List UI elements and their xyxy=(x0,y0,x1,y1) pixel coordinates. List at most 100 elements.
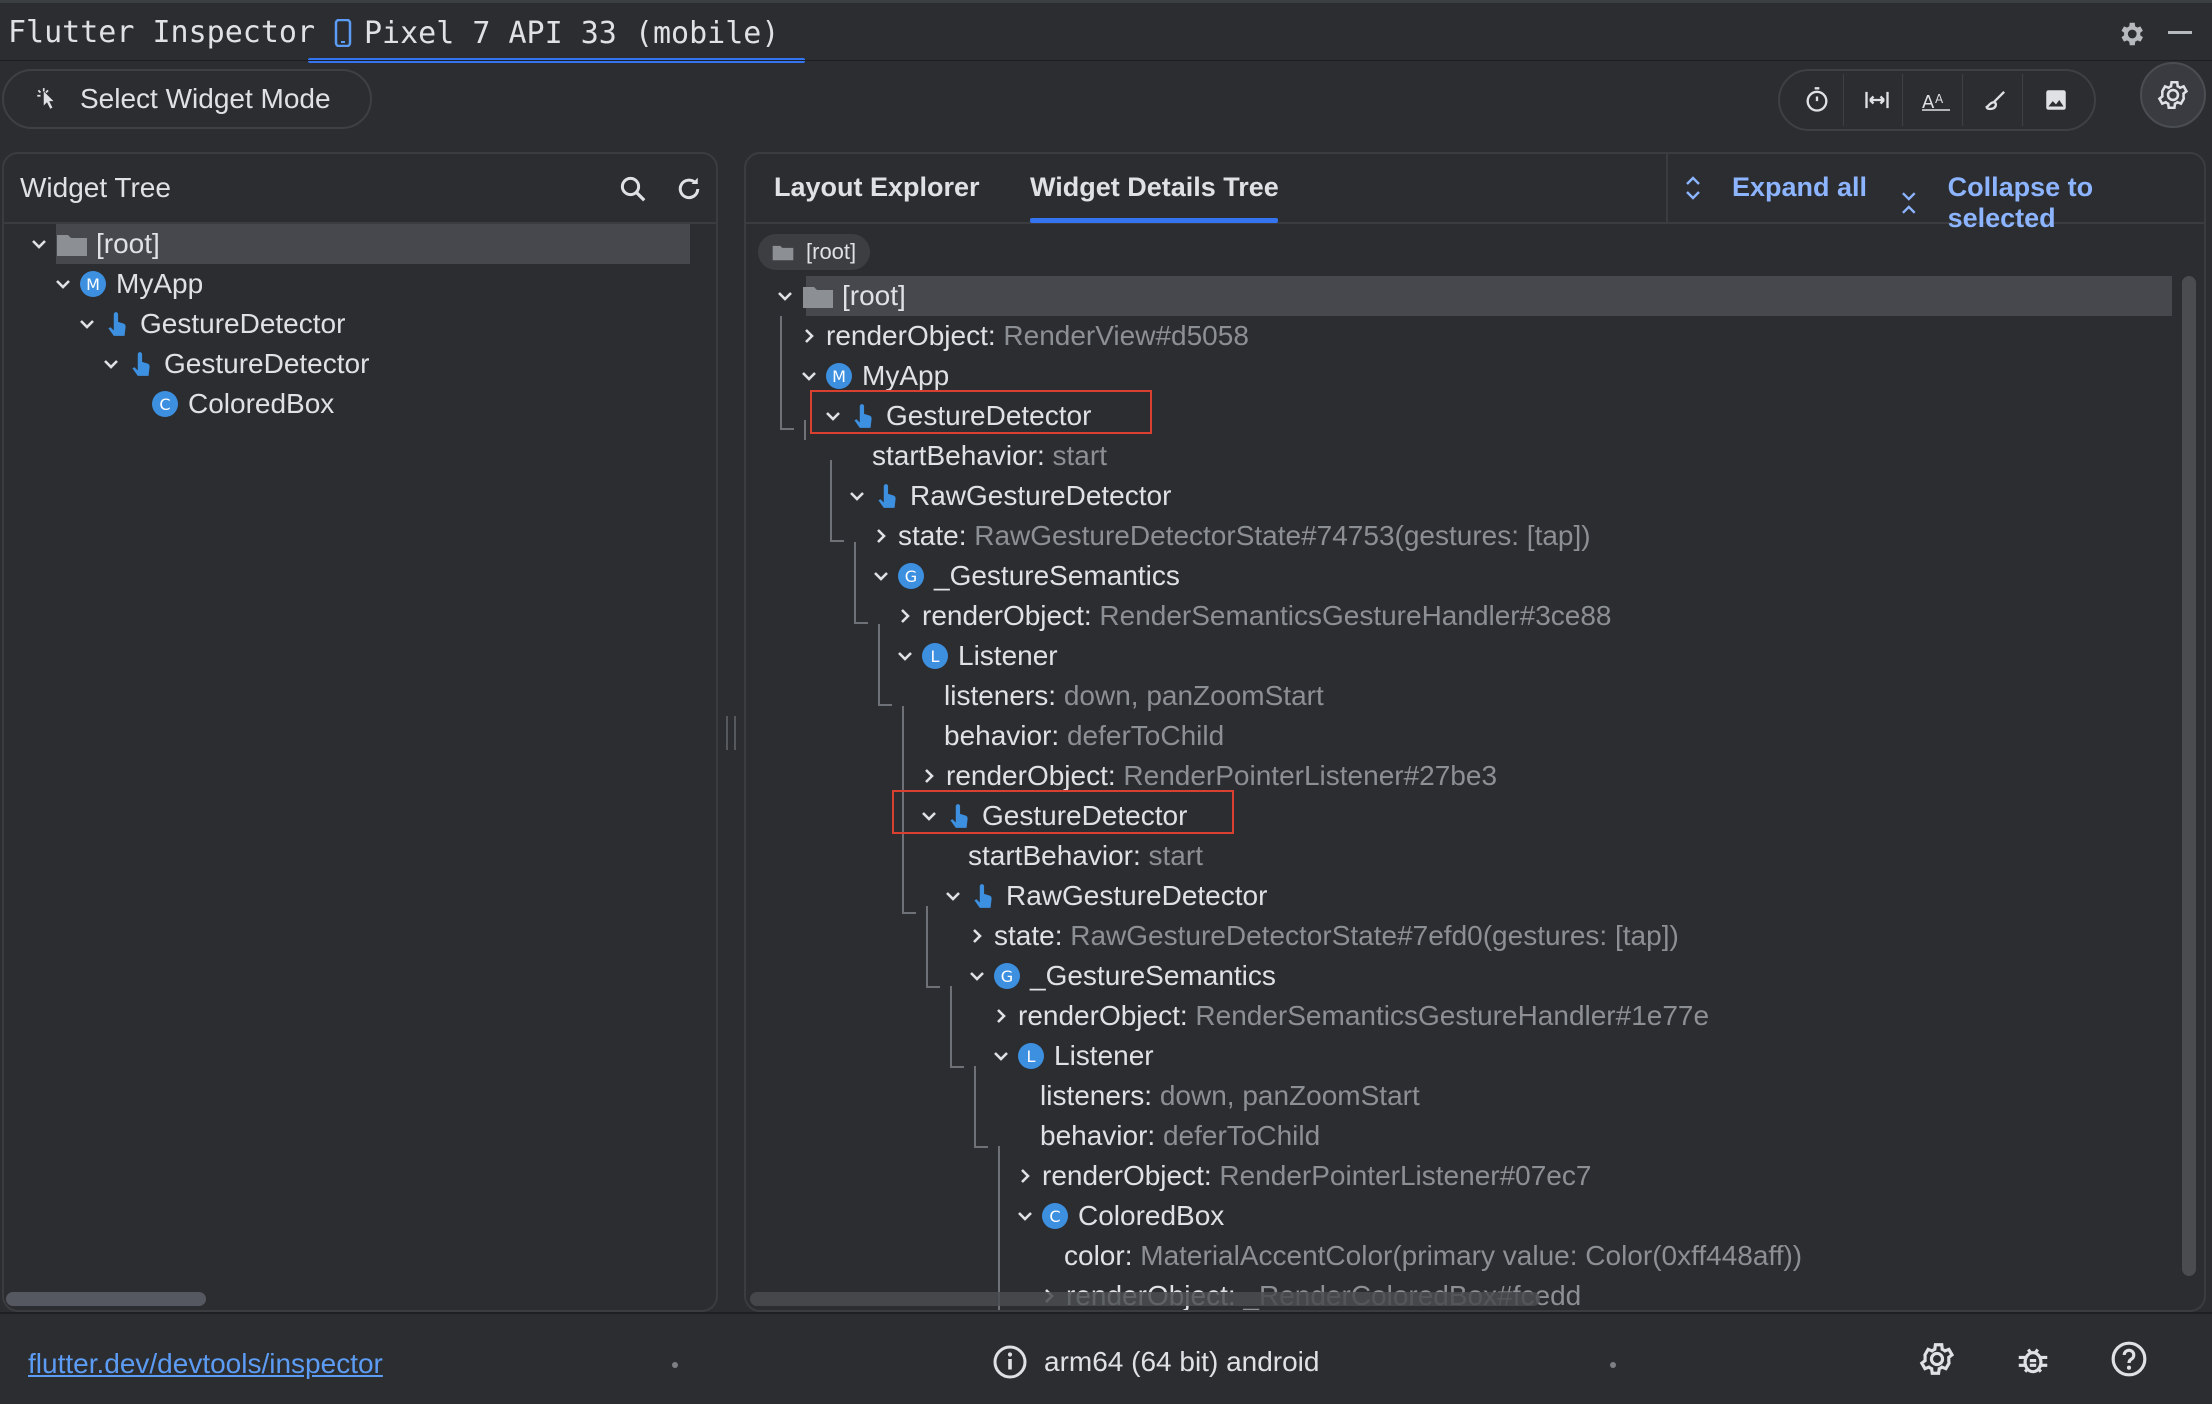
details-row[interactable]: RawGestureDetector xyxy=(844,476,1171,516)
chevron-down-icon[interactable] xyxy=(868,563,894,589)
gesture-hand-icon xyxy=(878,484,896,508)
collapse-to-selected-button[interactable]: Collapse to selected xyxy=(1898,172,2204,234)
chevron-down-icon[interactable] xyxy=(988,1043,1014,1069)
baselines-button[interactable] xyxy=(1851,74,1904,126)
bug-icon[interactable] xyxy=(2014,1340,2052,1378)
details-panel: Layout Explorer Widget Details Tree Expa… xyxy=(744,152,2206,1312)
vertical-scrollbar[interactable] xyxy=(2182,276,2196,1276)
row-value: RenderSemanticsGestureHandler xyxy=(1099,600,1520,631)
splitter-handle[interactable] xyxy=(726,716,736,750)
details-row[interactable]: renderObject: RenderSemanticsGestureHand… xyxy=(892,596,1612,636)
refresh-button[interactable] xyxy=(672,172,706,206)
chevron-down-icon[interactable] xyxy=(50,271,76,297)
row-key: Listener xyxy=(1054,1040,1154,1071)
chevron-right-icon[interactable] xyxy=(892,603,918,629)
chevron-right-icon[interactable] xyxy=(988,1003,1014,1029)
phone-icon xyxy=(334,19,352,47)
chevron-down-icon[interactable] xyxy=(98,351,124,377)
select-widget-mode-button[interactable]: Select Widget Mode xyxy=(2,69,372,129)
docs-link[interactable]: flutter.dev/devtools/inspector xyxy=(28,1348,383,1379)
chevron-down-icon[interactable] xyxy=(772,283,798,309)
details-row[interactable]: L Listener xyxy=(988,1036,1154,1076)
horizontal-scrollbar[interactable] xyxy=(750,1292,1540,1306)
details-row[interactable]: GestureDetector xyxy=(820,396,1091,436)
chevron-down-icon[interactable] xyxy=(796,363,822,389)
chevron-down-icon[interactable] xyxy=(26,231,52,257)
row-hash: #7efd0(gestures: [tap]) xyxy=(1397,920,1679,951)
row-value: start xyxy=(1052,440,1107,471)
tree-line xyxy=(854,582,868,624)
tree-row[interactable]: C ColoredBox xyxy=(152,384,334,424)
details-row[interactable]: L Listener xyxy=(892,636,1058,676)
chevron-right-icon[interactable] xyxy=(868,523,894,549)
repaint-rainbow-button[interactable] xyxy=(1971,74,2023,126)
chevron-right-icon[interactable] xyxy=(796,323,822,349)
tree-row-selected xyxy=(806,276,2172,316)
row-key: state: xyxy=(994,920,1063,951)
details-row[interactable]: RawGestureDetector xyxy=(940,876,1267,916)
help-icon[interactable] xyxy=(2110,1340,2148,1378)
details-row[interactable]: M MyApp xyxy=(796,356,949,396)
row-key: behavior: xyxy=(944,720,1060,751)
tab-device[interactable]: Pixel 7 API 33 (mobile) xyxy=(308,3,806,63)
tree-row[interactable]: GestureDetector xyxy=(98,344,369,384)
row-key: state: xyxy=(898,520,967,551)
chevron-right-icon[interactable] xyxy=(964,923,990,949)
chevron-right-icon[interactable] xyxy=(916,763,942,789)
gear-icon xyxy=(2157,80,2189,110)
details-row[interactable]: renderObject: RenderPointerListener#27be… xyxy=(916,756,1497,796)
minimize-icon[interactable] xyxy=(2168,31,2192,34)
tree-line xyxy=(950,1026,964,1068)
chevron-down-icon[interactable] xyxy=(844,483,870,509)
details-row[interactable]: renderObject: RenderPointerListener#07ec… xyxy=(1012,1156,1591,1196)
tree-row[interactable]: [root] xyxy=(26,224,160,264)
folder-icon xyxy=(57,235,87,256)
details-row[interactable]: GestureDetector xyxy=(916,796,1187,836)
chevron-down-icon[interactable] xyxy=(74,311,100,337)
row-hash: #27be3 xyxy=(1403,760,1498,791)
collapse-icon xyxy=(1902,192,1916,214)
inspector-settings-button[interactable] xyxy=(2140,62,2206,128)
chevron-down-icon[interactable] xyxy=(892,643,918,669)
gear-icon[interactable] xyxy=(2116,19,2146,49)
details-row[interactable]: C ColoredBox xyxy=(1012,1196,1224,1236)
chevron-down-icon[interactable] xyxy=(940,883,966,909)
chevron-down-icon[interactable] xyxy=(964,963,990,989)
details-row[interactable]: renderObject: RenderView#d5058 xyxy=(796,316,1249,356)
row-value: RawGestureDetectorState xyxy=(974,520,1302,551)
window-title: Flutter Inspector xyxy=(8,15,316,50)
details-row[interactable]: renderObject: RenderSemanticsGestureHand… xyxy=(988,996,1709,1036)
performance-overlay-button[interactable] xyxy=(1792,74,1844,126)
search-button[interactable] xyxy=(616,172,650,206)
chevron-down-icon[interactable] xyxy=(916,803,942,829)
row-key: [root] xyxy=(842,280,906,311)
brush-icon xyxy=(1985,91,2006,111)
row-key: GestureDetector xyxy=(982,800,1188,831)
tree-row[interactable]: M MyApp xyxy=(50,264,203,304)
tree-line xyxy=(878,624,880,664)
details-row[interactable]: [root] xyxy=(772,276,906,316)
expand-all-button[interactable]: Expand all xyxy=(1682,172,1867,203)
details-row[interactable]: G _GestureSemantics xyxy=(964,956,1276,996)
details-row[interactable]: state: RawGestureDetectorState#74753(ges… xyxy=(868,516,1591,556)
horizontal-scrollbar[interactable] xyxy=(6,1292,206,1306)
oversized-images-button[interactable] xyxy=(2030,74,2082,126)
widget-type-icon: G xyxy=(898,563,924,589)
details-row[interactable]: state: RawGestureDetectorState#7efd0(ges… xyxy=(964,916,1679,956)
row-value: down, panZoomStart xyxy=(1063,680,1324,711)
tab-widget-details-tree[interactable]: Widget Details Tree xyxy=(1030,172,1279,202)
details-row[interactable]: G _GestureSemantics xyxy=(868,556,1180,596)
breadcrumb-label: [root] xyxy=(806,239,857,264)
settings-gear-icon[interactable] xyxy=(1918,1340,1956,1378)
chevron-down-icon[interactable] xyxy=(820,403,846,429)
tree-row-label: GestureDetector xyxy=(164,348,370,379)
tree-line xyxy=(950,986,952,1026)
chevron-right-icon[interactable] xyxy=(1012,1163,1038,1189)
chevron-down-icon[interactable] xyxy=(1012,1203,1038,1229)
breadcrumb[interactable]: [root] xyxy=(758,234,871,270)
device-tab-label: Pixel 7 API 33 (mobile) xyxy=(364,15,780,51)
tree-row[interactable]: GestureDetector xyxy=(74,304,345,344)
tab-layout-explorer[interactable]: Layout Explorer xyxy=(774,172,980,202)
